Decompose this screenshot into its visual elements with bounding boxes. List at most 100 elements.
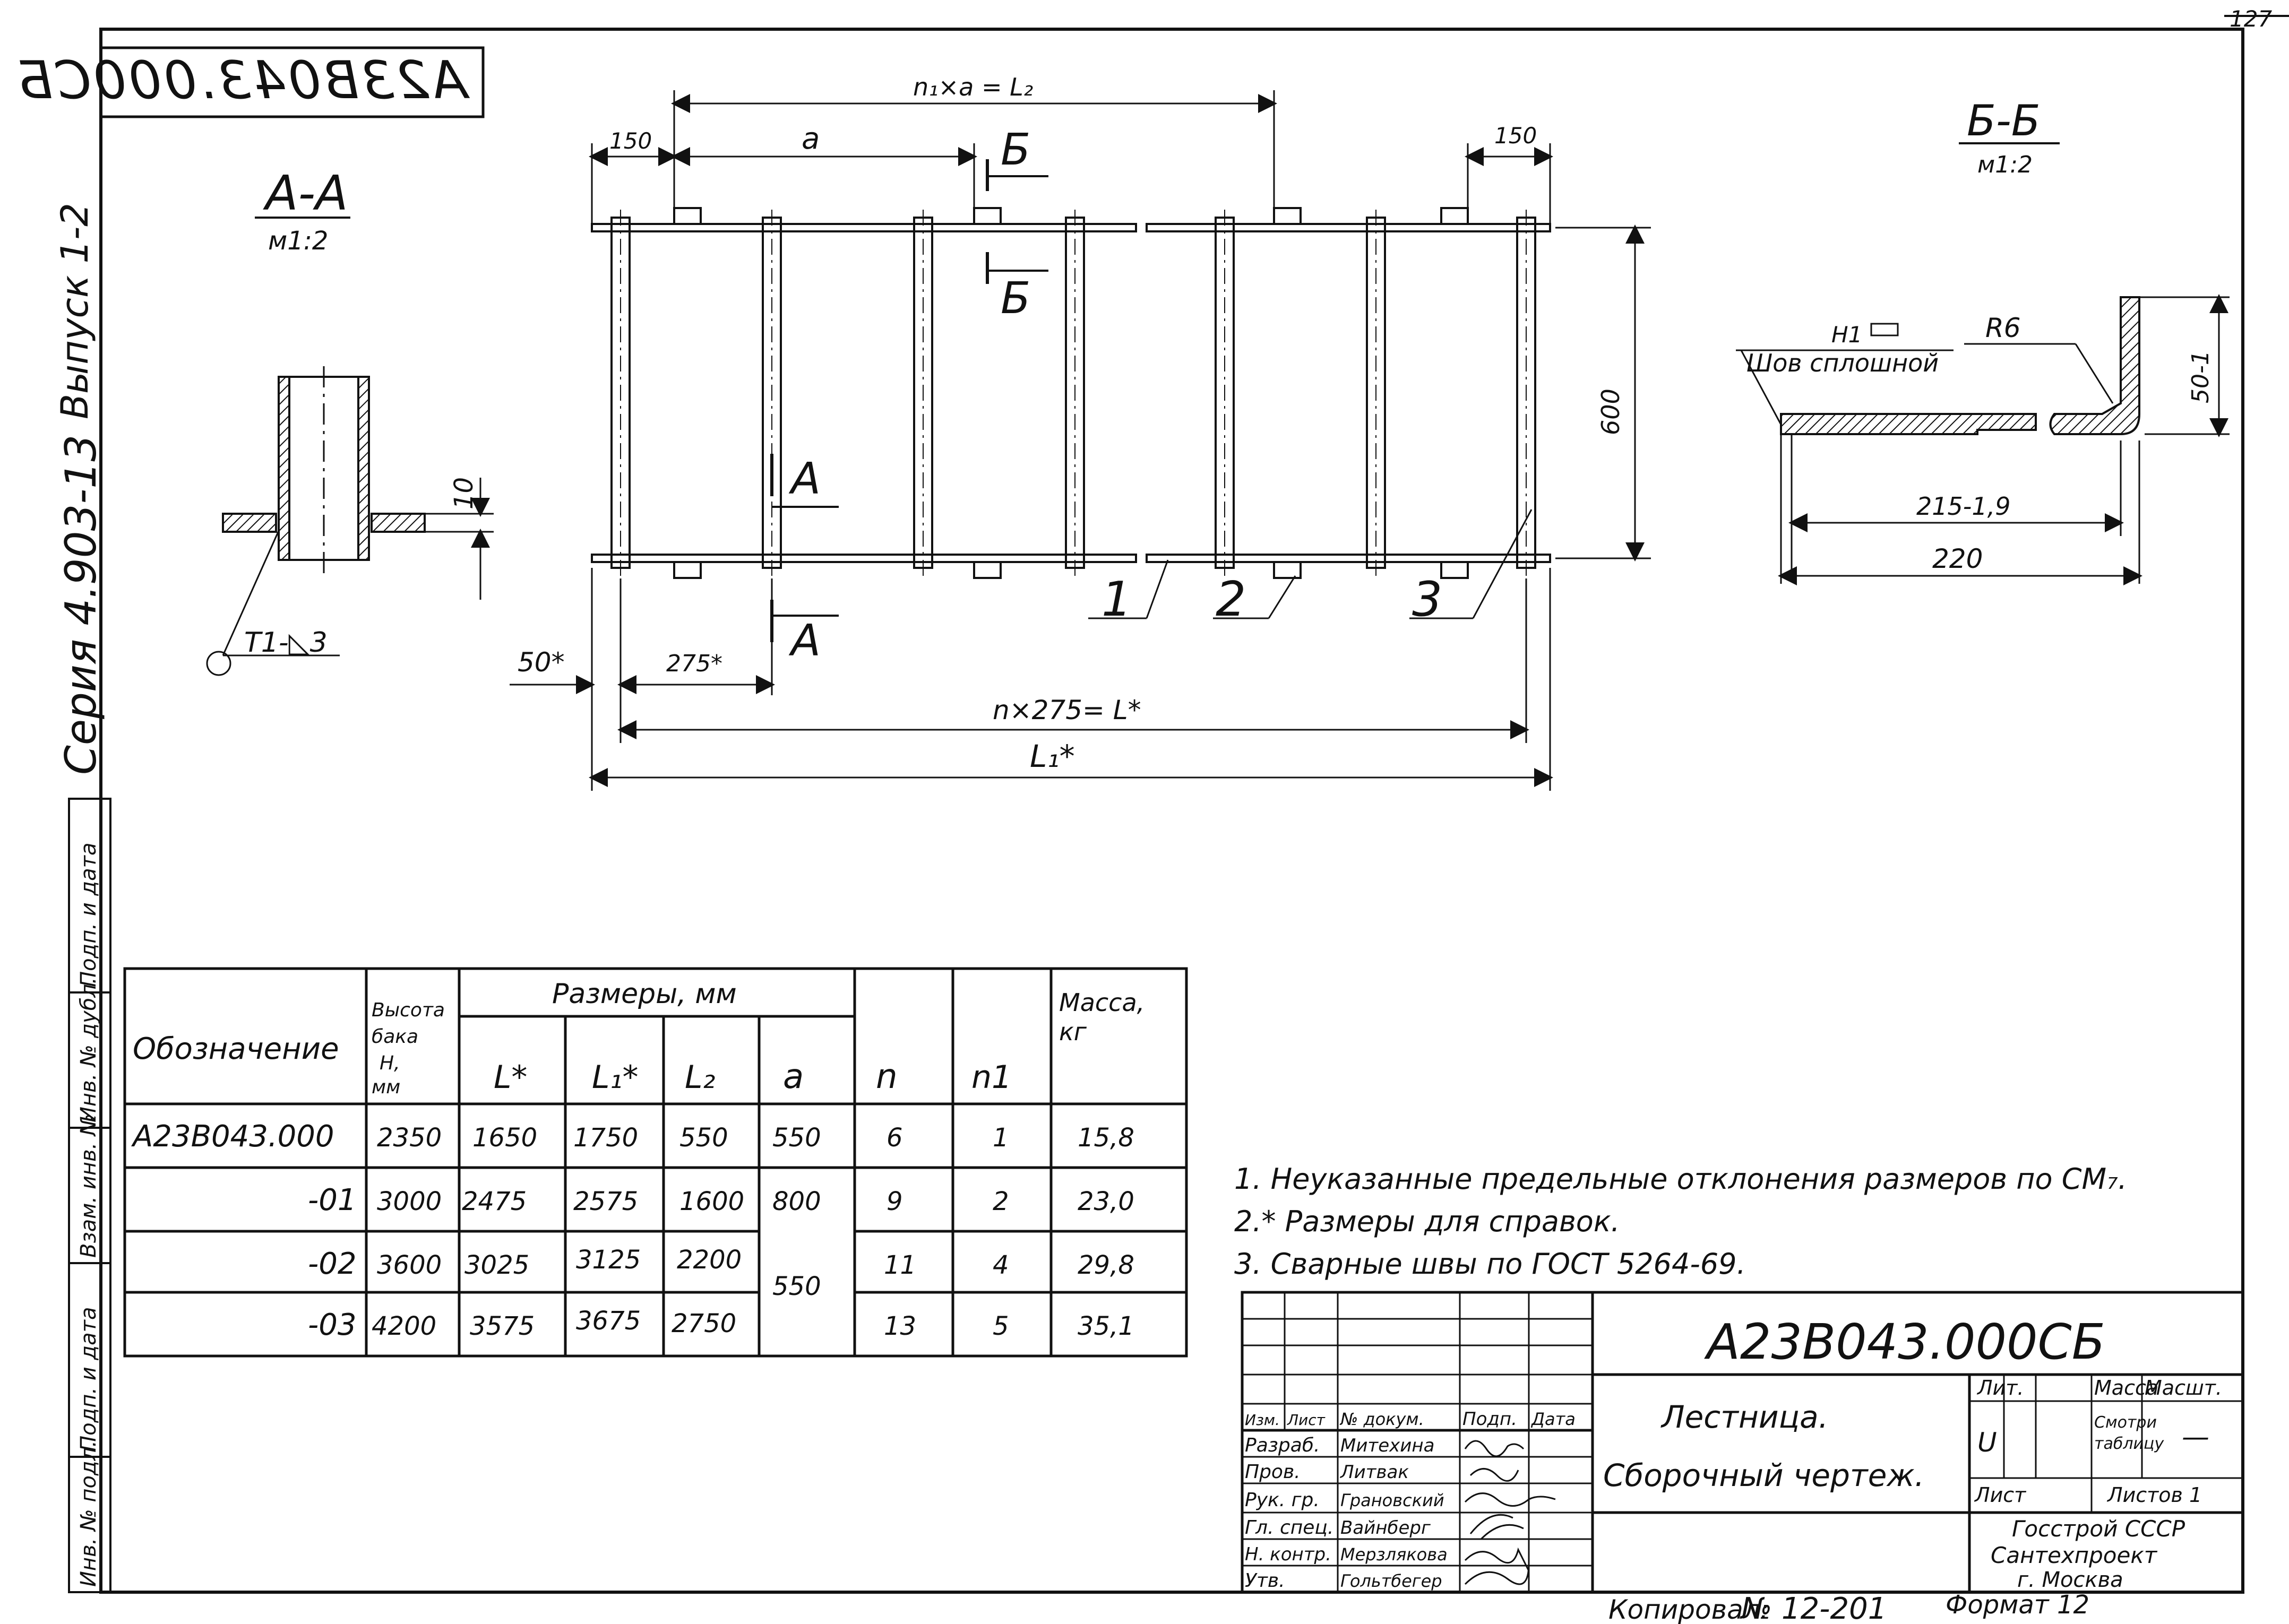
cell-r2-n: 9 (887, 1187, 903, 1216)
weld-text: Шов сплошной (1746, 349, 1939, 377)
ladder-view (510, 90, 1651, 791)
dim-L1: L₁* (1030, 738, 1075, 774)
cell-r1-L: 1650 (472, 1123, 537, 1153)
th-a: a (783, 1057, 804, 1096)
dim-50: 50* (518, 647, 565, 678)
cell-r1-n: 6 (887, 1123, 903, 1153)
cell-r4-mass: 35,1 (1078, 1311, 1134, 1341)
person-2: Литвак (1339, 1462, 1409, 1483)
col-izm: Изм. (1245, 1411, 1280, 1429)
rungs (610, 217, 1536, 569)
section-aa: А-А м1:2 10 Т1-◺3 (206, 166, 494, 676)
left-stamp (68, 798, 111, 1593)
dim-600: 600 (1596, 388, 1625, 435)
org-1: Госстрой СССР (2012, 1516, 2185, 1542)
th-height: Высота бака Н, мм (372, 999, 451, 1098)
stamp-label-2: Инв. № дубл. (76, 977, 101, 1122)
cell-r2-n1: 2 (993, 1187, 1009, 1216)
section-bb: Б-Б м1:2 Н1 Шов сплошной R6 50-1 215-1,9… (1736, 96, 2230, 585)
col-list: Лист (1287, 1411, 1326, 1429)
role-3: Рук. гр. (1245, 1489, 1320, 1511)
signatures (1464, 1440, 1556, 1585)
dim-275: 275* (666, 650, 722, 677)
position-3: 3 (1412, 572, 1442, 627)
cell-r1-L1: 1750 (573, 1123, 638, 1153)
stamp-label-3: Взам. инв. № (76, 1113, 101, 1258)
th-L2: L₂ (685, 1059, 715, 1096)
th-sizes: Размеры, мм (552, 978, 737, 1010)
cell-r3-L: 3025 (464, 1250, 529, 1280)
note-3: 3. Сварные швы по ГОСТ 5264-69. (1234, 1247, 1746, 1281)
th-n1: n1 (971, 1059, 1012, 1096)
cut-a-top: А (788, 454, 821, 504)
cell-r3-mass: 29,8 (1078, 1250, 1134, 1280)
size-table-text: Обозначение Высота бака Н, мм Размеры, м… (131, 978, 1152, 1342)
cell-r3-height: 3600 (377, 1250, 442, 1280)
cell-r2-a: 800 (772, 1187, 821, 1216)
mass-value: Смотри таблицу (2094, 1413, 2164, 1453)
cell-r3-n1: 4 (993, 1250, 1009, 1280)
role-2: Пров. (1245, 1461, 1301, 1483)
dim-220: 220 (1932, 543, 1983, 574)
section-bb-title: Б-Б (1967, 96, 2041, 145)
cell-r4-height: 4200 (372, 1311, 436, 1341)
cell-r1-mass: 15,8 (1078, 1123, 1134, 1153)
role-6: Утв. (1245, 1570, 1285, 1592)
role-4: Гл. спец. (1245, 1517, 1333, 1539)
role-1: Разраб. (1245, 1435, 1320, 1456)
person-5: Мерзлякова (1340, 1544, 1448, 1565)
footer-format: Формат 12 (1946, 1590, 2089, 1620)
cell-r3-L2: 2200 (677, 1245, 742, 1275)
cut-b-top: Б (1001, 125, 1030, 175)
section-aa-title: А-А (263, 166, 348, 221)
title-block-text: A23B043.000СБ Лестница. Сборочный чертеж… (1245, 1314, 2222, 1592)
cell-r1-designation: A23B043.000 (131, 1119, 334, 1154)
cell-r3-L1: 3125 (576, 1245, 641, 1275)
stamp-label-5: Инв. № подл. (76, 1440, 101, 1587)
section-bb-scale: м1:2 (1977, 151, 2033, 178)
cell-r4-designation: -03 (308, 1308, 356, 1342)
dim-150-right: 150 (1494, 123, 1537, 149)
th-designation: Обозначение (133, 1032, 339, 1066)
dim-a: a (802, 122, 820, 156)
mass-label: Масса (2094, 1376, 2158, 1400)
cell-r3-designation: -02 (308, 1247, 356, 1281)
footer-copied: Копировал: (1608, 1594, 1769, 1624)
cell-r1-height: 2350 (377, 1123, 442, 1153)
person-3: Грановский (1340, 1490, 1444, 1510)
dim-150-left: 150 (609, 128, 652, 154)
series-label: Серия 4.903-13 (56, 435, 106, 775)
cut-b-bottom: Б (1001, 273, 1030, 324)
person-1: Митехина (1340, 1435, 1434, 1456)
th-mass: Масса, кг (1059, 988, 1152, 1046)
cell-r3-n: 11 (884, 1250, 916, 1280)
cell-r2-height: 3000 (377, 1187, 442, 1216)
person-4: Вайнберг (1340, 1517, 1431, 1539)
th-n: n (876, 1057, 898, 1096)
mirrored-stamp: A23B043.000СБ (15, 46, 485, 118)
sheet-label: Лист (1974, 1483, 2027, 1507)
dim-n1-a-L2: n₁×a = L₂ (913, 73, 1033, 101)
note-2: 2.* Размеры для справок. (1234, 1205, 1620, 1238)
stamp-label-4: Подп. и дата (76, 1307, 101, 1452)
section-aa-scale: м1:2 (268, 226, 328, 256)
doc-name-1: Лестница. (1660, 1399, 1828, 1435)
weld-mark-h1: Н1 (1831, 322, 1862, 348)
radius-r6: R6 (1985, 313, 2021, 343)
dim-n-275-L: n×275= L* (993, 695, 1141, 725)
th-L: L* (494, 1059, 527, 1096)
size-table (123, 967, 1188, 1358)
org-2: Сантехпроект (1991, 1542, 2158, 1568)
col-sign: Подп. (1462, 1409, 1517, 1430)
section-aa-dim-10: 10 (449, 477, 479, 509)
doc-number: A23B043.000СБ (1704, 1314, 2105, 1370)
section-aa-weld: Т1-◺3 (244, 627, 328, 659)
cell-r2-L: 2475 (462, 1187, 527, 1216)
cell-r4-n1: 5 (993, 1311, 1009, 1341)
title-block (1241, 1291, 2244, 1594)
cell-r1-a: 550 (772, 1123, 821, 1153)
page-number: 127 (2230, 6, 2272, 32)
role-5: Н. контр. (1245, 1544, 1331, 1565)
org-3: г. Москва (2017, 1568, 2123, 1592)
